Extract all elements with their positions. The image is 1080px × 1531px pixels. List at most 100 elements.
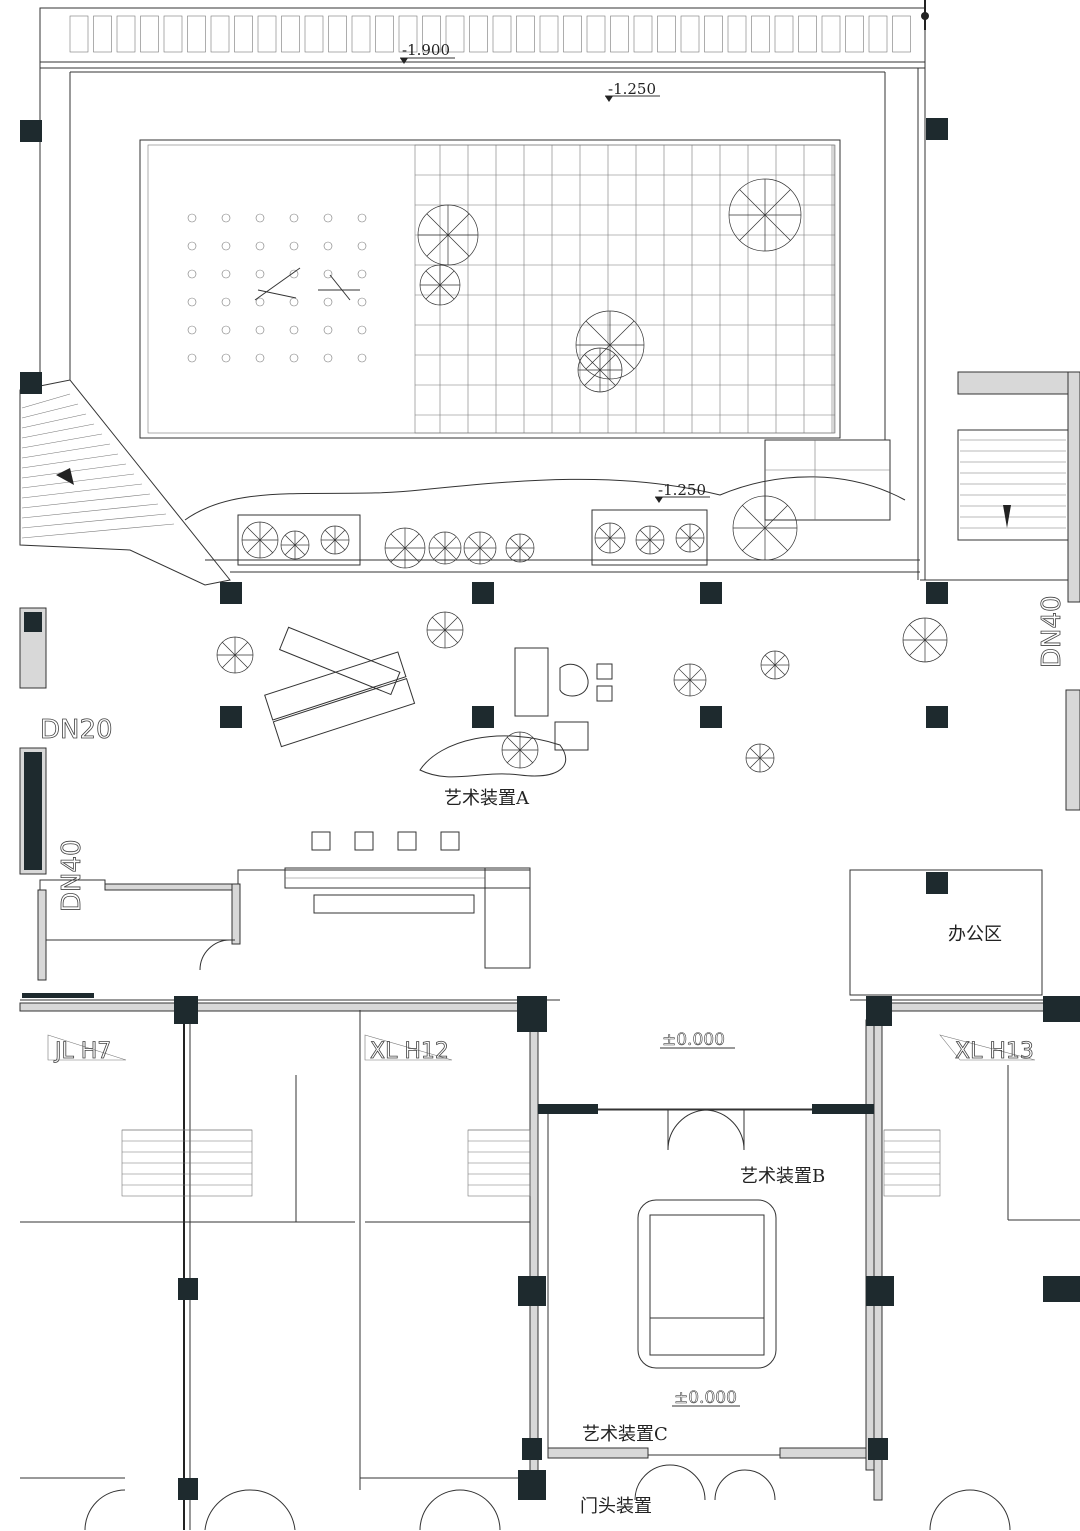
column: [700, 582, 722, 604]
tree-branch: [390, 547, 406, 563]
parking-stall: [633, 15, 653, 53]
light-dot: [187, 241, 197, 251]
label-art-installation-a: 艺术装置A: [444, 788, 530, 809]
parking-stall: [445, 15, 465, 53]
tree-branch: [924, 624, 941, 641]
tree: [635, 525, 665, 555]
parking-stall: [704, 15, 723, 53]
level-entry-1: ±0.000: [662, 1030, 725, 1050]
light-dot: [289, 325, 299, 335]
column: [926, 582, 948, 604]
office-room: [849, 869, 1043, 996]
tree: [280, 530, 310, 560]
tree: [419, 264, 461, 306]
column: [472, 582, 494, 604]
tree-branch: [468, 547, 481, 560]
parking-strip: [39, 0, 929, 69]
tree-branch: [774, 654, 786, 666]
parking-stall: [727, 15, 747, 53]
tree-branch: [259, 539, 273, 553]
tree-branch: [284, 534, 296, 546]
light-dot: [357, 353, 367, 363]
stair-tread: [21, 493, 151, 509]
light-dot: [187, 297, 197, 307]
tree: [426, 611, 464, 649]
light-dot: [289, 297, 299, 307]
tree-branch: [742, 527, 766, 551]
light-dot: [221, 353, 231, 363]
tree-branch: [444, 536, 457, 549]
tree: [745, 743, 775, 773]
level-middle: -1.250: [658, 481, 706, 499]
tree-branch: [468, 536, 481, 549]
light-dot: [357, 297, 367, 307]
column: [174, 996, 198, 1024]
light-dot: [255, 325, 265, 335]
tree-branch: [284, 544, 296, 556]
stair-tread: [21, 423, 95, 439]
tree-branch: [507, 737, 521, 751]
light-dot: [255, 241, 265, 251]
tree-branch: [259, 527, 273, 541]
tree-branch: [447, 213, 470, 236]
tree-branch: [247, 527, 261, 541]
tree-branch: [425, 270, 441, 286]
column: [866, 996, 892, 1026]
code-xl13: XL H13: [955, 1039, 1034, 1064]
light-dot: [221, 325, 231, 335]
stair-tread: [21, 523, 175, 539]
parking-stall: [210, 15, 230, 53]
light-dot: [323, 269, 333, 279]
sunken-plaza: [139, 139, 841, 439]
parking-stall: [774, 15, 794, 53]
tree-branch: [390, 533, 406, 549]
tree-branch: [447, 234, 470, 257]
light-dot: [289, 353, 299, 363]
light-dot: [323, 325, 333, 335]
light-dot: [289, 269, 299, 279]
column: [518, 1276, 546, 1306]
mid-walls: [19, 579, 1080, 875]
parking-stall: [281, 15, 300, 53]
tree-branch: [599, 527, 611, 539]
level-markers: -1.900 -1.250 -1.250 ±0.000 ±0.000: [400, 41, 740, 1408]
parking-stall: [492, 15, 512, 53]
tree-branch: [444, 629, 458, 643]
tree-branch: [599, 369, 616, 386]
tree-branch: [222, 654, 236, 668]
column: [1043, 996, 1080, 1022]
tree-branch: [294, 534, 306, 546]
parking-stall: [821, 15, 841, 53]
tree-branch: [433, 547, 446, 560]
column: [220, 582, 242, 604]
tree: [675, 523, 705, 553]
tree: [594, 522, 626, 554]
tree-branch: [689, 537, 701, 549]
light-dot: [221, 297, 231, 307]
tree-branch: [234, 642, 248, 656]
light-dot: [357, 325, 367, 335]
light-dot: [289, 213, 299, 223]
parking-stall: [868, 15, 888, 53]
tree-branch: [425, 284, 441, 300]
parking-stall: [469, 15, 488, 53]
area-labels: 艺术装置A 艺术装置B 艺术装置C 门头装置 办公区: [444, 788, 1002, 1517]
light-dot: [357, 269, 367, 279]
tree: [384, 527, 426, 569]
tree: [241, 521, 279, 559]
light-dot: [187, 213, 197, 223]
tree-branch: [584, 354, 601, 371]
level-upper: -1.250: [608, 80, 656, 98]
tree-branch: [678, 679, 691, 692]
tree-branch: [909, 639, 926, 656]
tree-branch: [599, 354, 616, 371]
parking-stall: [351, 15, 371, 53]
diagonal-stair: [19, 379, 231, 586]
tree-branch: [764, 527, 788, 551]
site-boundary: [39, 68, 926, 580]
light-dot: [187, 325, 197, 335]
tree-branch: [222, 642, 236, 656]
bottom-doors: [84, 1464, 1011, 1531]
tree-branch: [426, 234, 449, 257]
stair-tread: [21, 393, 71, 409]
